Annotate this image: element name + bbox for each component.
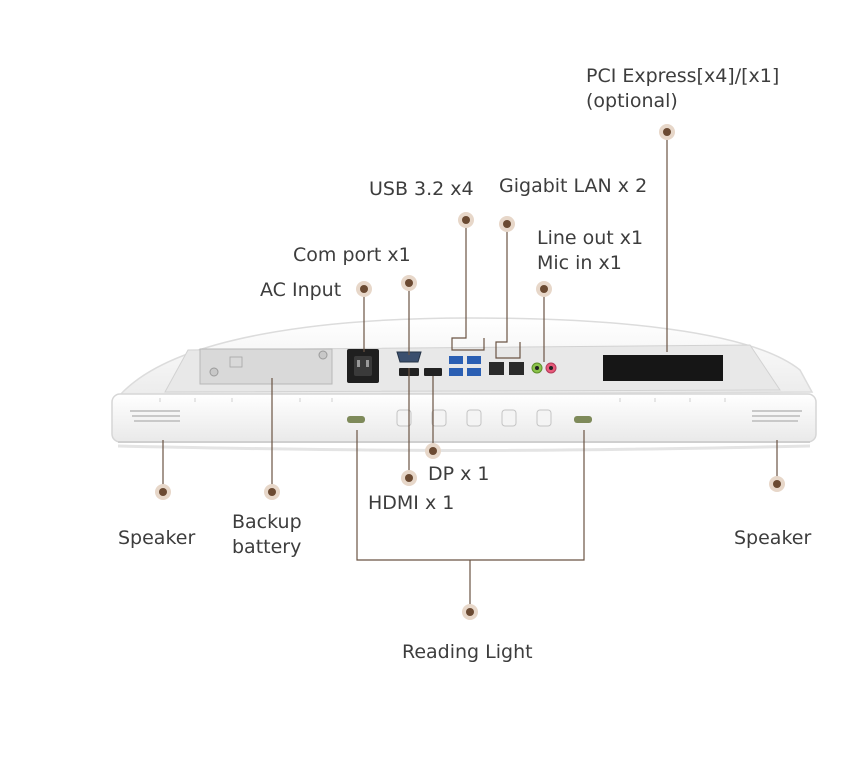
- front-buttons: [396, 409, 552, 427]
- dp-port: [424, 368, 442, 376]
- label-audio-line1: Line out x1: [537, 227, 644, 249]
- label-battery: Backup battery: [232, 510, 302, 560]
- dot-audio: [536, 281, 552, 297]
- pci-slot: [603, 355, 723, 381]
- reading-light-left: [347, 416, 365, 423]
- label-audio: Line out x1 Mic in x1: [537, 226, 643, 276]
- dot-pci: [659, 124, 675, 140]
- label-pci: PCI Express[x4]/[x1] (optional): [586, 64, 779, 114]
- label-lan: Gigabit LAN x 2: [499, 175, 648, 197]
- dot-reading-light: [462, 604, 478, 620]
- label-com: Com port x1: [293, 244, 411, 266]
- ac-input-port: [347, 349, 379, 383]
- label-usb: USB 3.2 x4: [369, 178, 474, 200]
- label-dp: DP x 1: [428, 463, 490, 485]
- bezel-ticks: [159, 398, 726, 402]
- com-port: [396, 351, 422, 363]
- label-hdmi: HDMI x 1: [368, 492, 455, 514]
- dot-hdmi: [401, 470, 417, 486]
- label-reading-light: Reading Light: [402, 641, 533, 663]
- label-audio-line2: Mic in x1: [537, 252, 622, 274]
- label-pci-line1: PCI Express[x4]/[x1]: [586, 65, 780, 87]
- audio-jacks: [531, 362, 557, 374]
- label-speaker-right: Speaker: [734, 527, 812, 549]
- dot-speaker-left: [155, 484, 171, 500]
- speaker-left-grille: [130, 410, 180, 422]
- label-battery-line1: Backup: [232, 511, 302, 533]
- dot-speaker-right: [769, 476, 785, 492]
- label-pci-line2: (optional): [586, 90, 678, 112]
- speaker-right-grille: [752, 410, 802, 422]
- reading-light-right: [574, 416, 592, 423]
- dot-usb: [458, 212, 474, 228]
- lan-ports: [489, 362, 524, 375]
- dot-com: [401, 275, 417, 291]
- dot-dp: [425, 443, 441, 459]
- callout-dots: [155, 124, 785, 620]
- callout-lines: [162, 132, 778, 612]
- dot-ac: [356, 281, 372, 297]
- label-ac: AC Input: [260, 279, 342, 301]
- front-bezel: [111, 393, 817, 452]
- battery-cover: [199, 348, 333, 385]
- dot-lan: [499, 216, 515, 232]
- usb-ports: [449, 356, 481, 376]
- label-speaker-left: Speaker: [118, 527, 196, 549]
- dot-battery: [264, 484, 280, 500]
- label-battery-line2: battery: [232, 536, 302, 558]
